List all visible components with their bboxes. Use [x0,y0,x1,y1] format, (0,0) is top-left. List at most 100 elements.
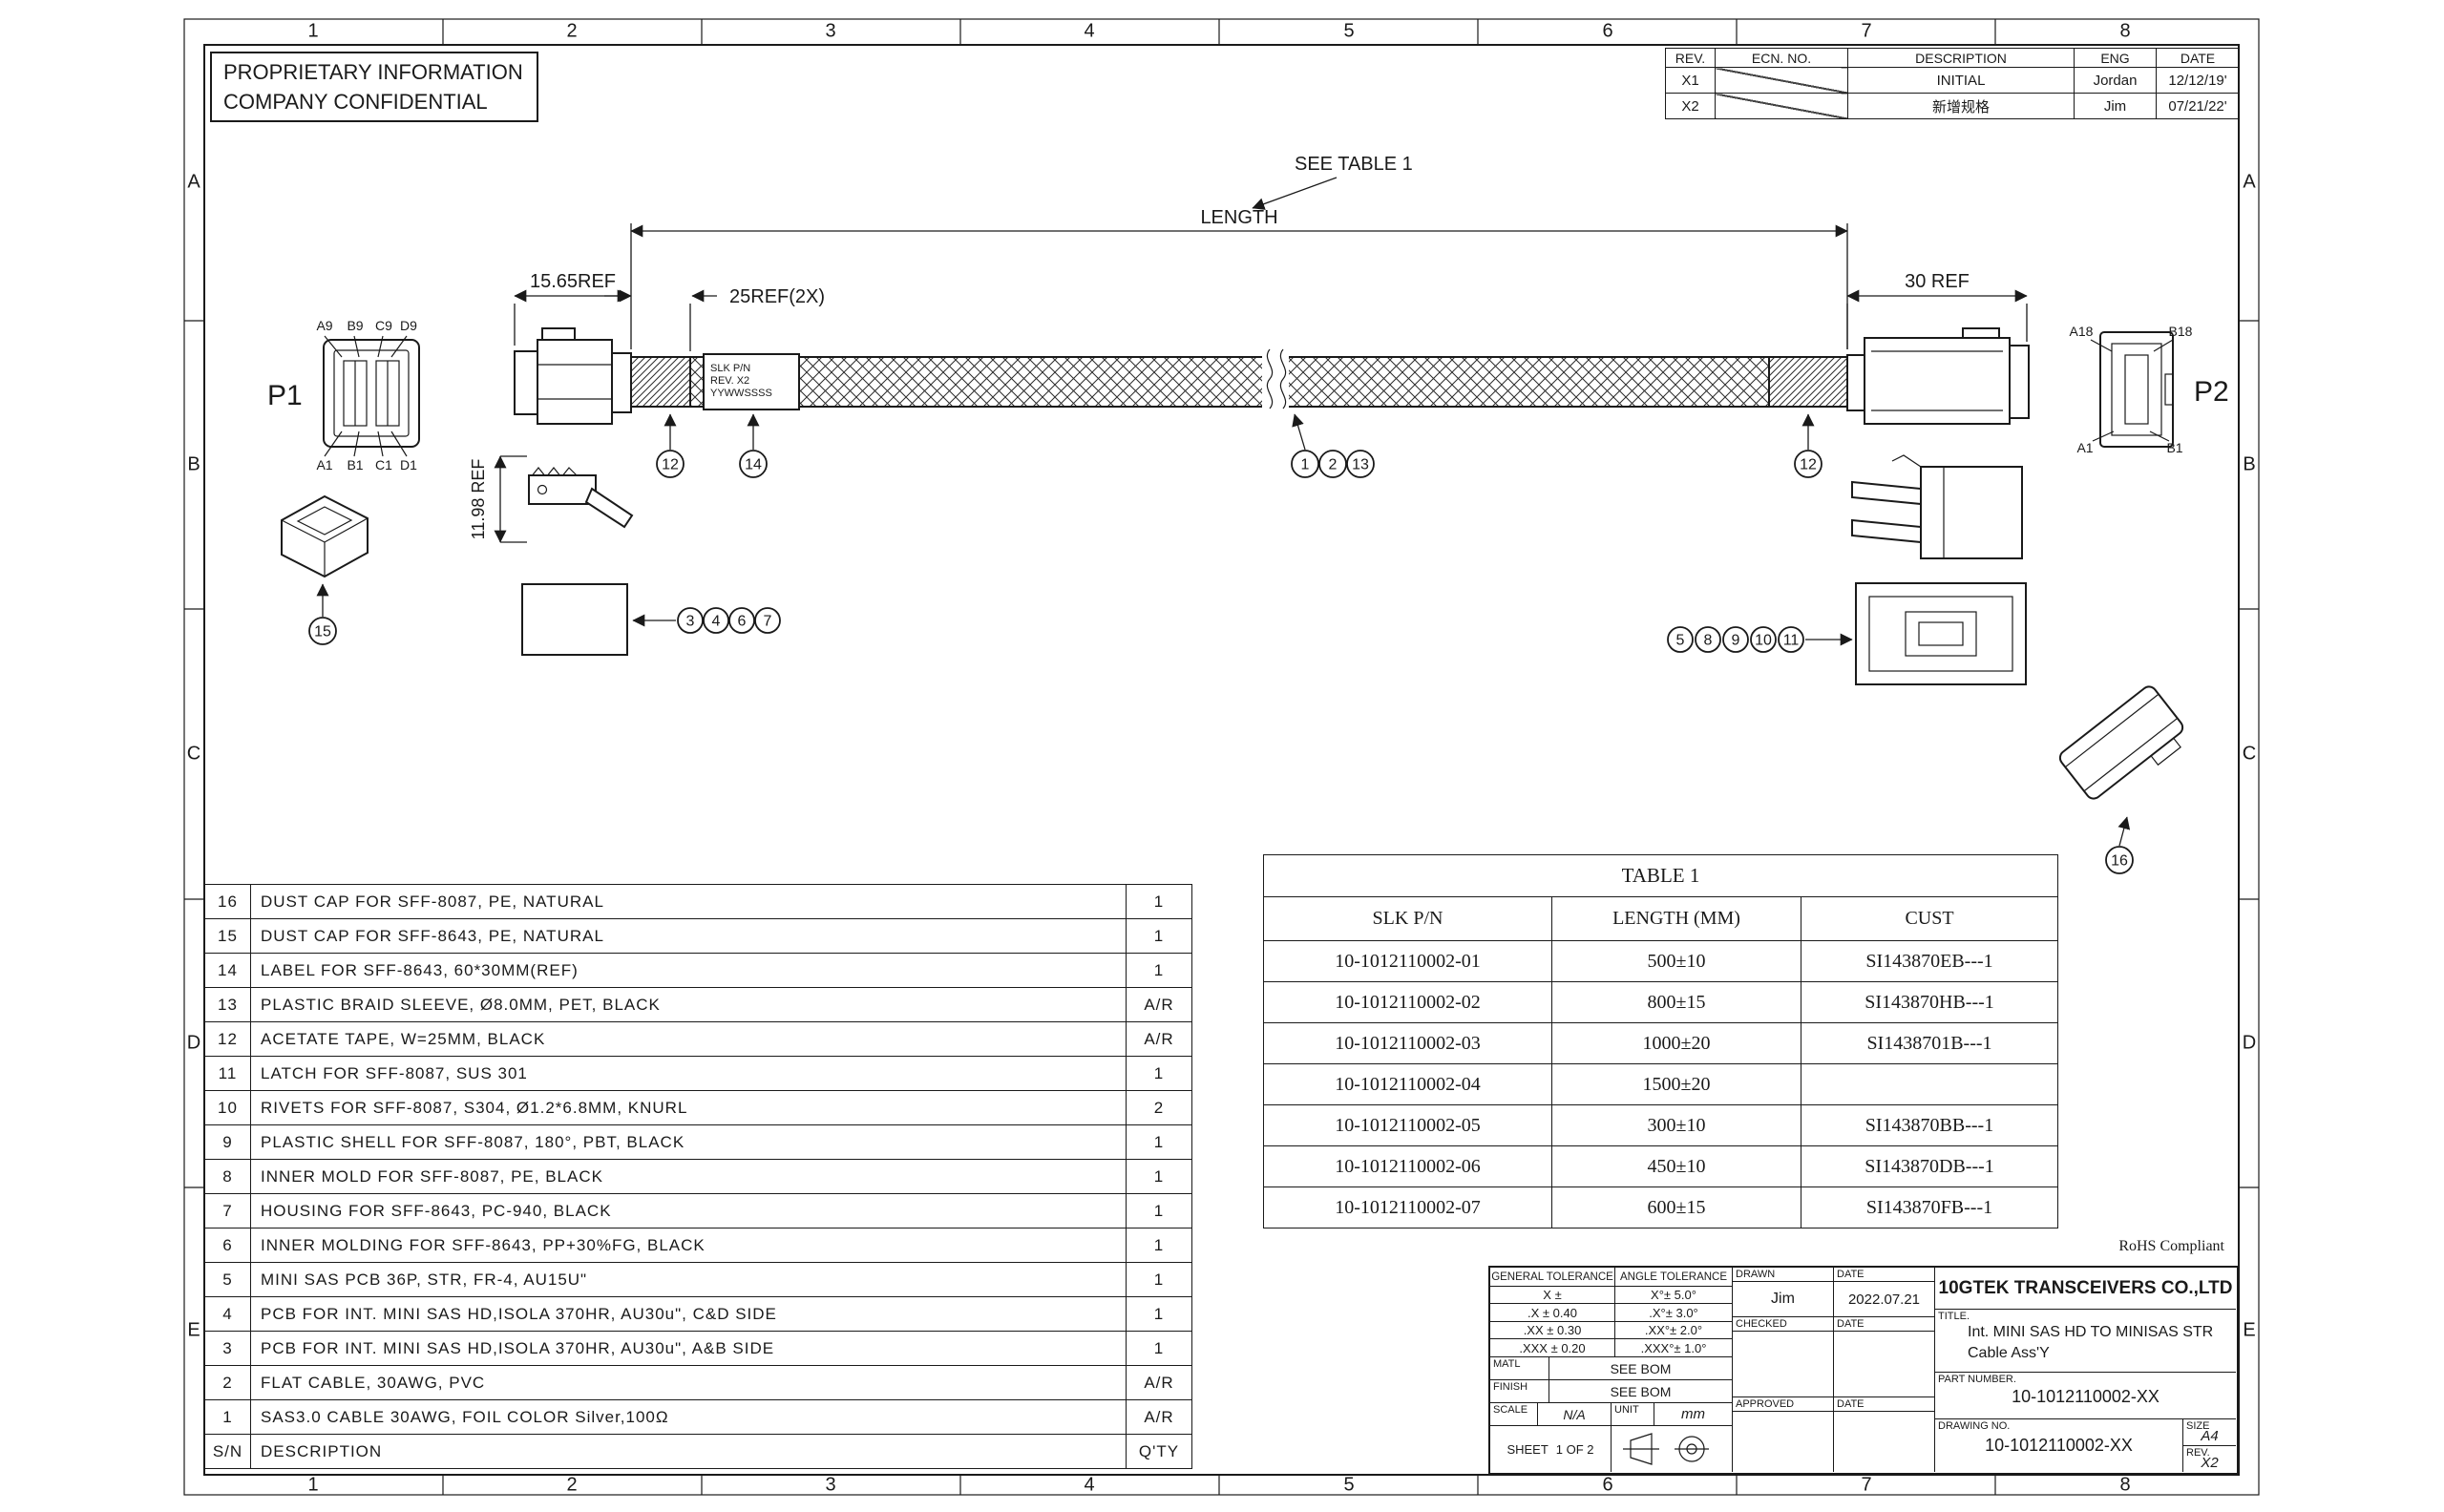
table1-cust: SI143870BB---1 [1801,1104,2058,1146]
date-label-text: DATE [1837,1269,1865,1280]
size-cell: SIZE A4 [2183,1419,2236,1446]
zone-row-e-left: E [187,1319,200,1341]
zone-col-6-bottom: 6 [1602,1474,1613,1496]
bom-desc: PLASTIC SHELL FOR SFF-8087, 180°, PBT, B… [250,1124,1127,1160]
balloon-11: 11 [1778,626,1804,653]
checked-value [1733,1332,1834,1397]
balloon-13-number: 13 [1352,457,1369,473]
drawing-title-line2: Cable Ass'Y [1968,1344,2050,1361]
p2-side-view-2 [1851,454,2023,559]
zone-col-3-bottom: 3 [825,1474,836,1496]
drawing-title: TITLE. Int. MINI SAS HD TO MINISAS STR C… [1935,1310,2236,1373]
p1-pin-a1: A1 [316,457,332,472]
zone-col-7-bottom: 7 [1861,1474,1872,1496]
balloon-6-number: 6 [738,614,747,630]
proprietary-notice: PROPRIETARY INFORMATION COMPANY CONFIDEN… [210,52,538,122]
sheet-value-text: 1 OF 2 [1555,1441,1594,1457]
rev-label-text: REV. [2186,1447,2210,1459]
rev-cell: X2 [1665,93,1716,119]
sheet-label-text: SHEET [1506,1441,1549,1457]
table1-length: 1000±20 [1551,1022,1801,1064]
table1-cust [1801,1063,2058,1105]
drawing-no-cell: DRAWING NO. 10-1012110002-XX [1935,1419,2183,1472]
revision-row-x1: X1 INITIAL Jordan 12/12/19' [1665,67,2240,94]
zone-col-5-top: 5 [1343,20,1355,42]
p1-pin-d9: D9 [400,318,417,333]
bom-qty: 1 [1126,953,1192,988]
unit-label-text: UNIT [1614,1404,1639,1416]
dim-length-text: LENGTH [1200,207,1277,228]
braid-sleeve [689,356,1770,408]
dim-1198: 11.98 REF [469,455,527,543]
bom-qty: 1 [1126,1159,1192,1194]
p1-dust-cap-view [281,494,369,617]
matl-value: SEE BOM [1549,1357,1733,1380]
balloon-11-number: 11 [1783,633,1800,649]
balloon-8: 8 [1695,626,1721,653]
zone-col-4-top: 4 [1084,20,1095,42]
table1-length: 450±10 [1551,1145,1801,1187]
balloon-6: 6 [728,607,755,634]
angle-tolerance-header: ANGLE TOLERANCE [1615,1268,1733,1287]
bom-desc: FLAT CABLE, 30AWG, PVC [250,1365,1127,1400]
p1-label: P1 [267,380,303,411]
p2-pin-b1: B1 [2166,440,2182,455]
balloon-12-left-number: 12 [662,457,679,473]
dim-30ref: 30 REF [1846,271,2028,349]
bom-sn: 6 [204,1228,251,1263]
zone-col-1-bottom: 1 [307,1474,319,1496]
angle-tolerance-row: .XX°± 2.0° [1615,1322,1733,1339]
scale-label-text: SCALE [1493,1404,1528,1416]
zone-col-5-bottom: 5 [1343,1474,1355,1496]
zone-row-a-right: A [2243,171,2256,193]
drawn-date-value: 2022.07.21 [1834,1282,1935,1317]
balloon-14: 14 [739,450,768,478]
zone-col-6-top: 6 [1602,20,1613,42]
table1-header-row: SLK P/N LENGTH (MM) CUST [1263,896,2058,941]
zone-row-c-left: C [186,743,201,765]
bom-qty: 1 [1126,1193,1192,1228]
bom-sn: 4 [204,1296,251,1332]
zone-col-2-top: 2 [566,20,578,42]
drawn-date-label: DATE [1834,1268,1935,1282]
checked-date-value [1834,1332,1935,1397]
bom-desc: SAS3.0 CABLE 30AWG, FOIL COLOR Silver,10… [250,1399,1127,1435]
zone-row-c-right: C [2242,743,2257,765]
balloon-2: 2 [1318,450,1347,478]
balloon-4: 4 [703,607,729,634]
revision-header-row: REV. ECN. NO. DESCRIPTION ENG DATE [1665,48,2240,68]
scale-label: SCALE [1490,1403,1538,1426]
bom-sn: 12 [204,1021,251,1057]
p2-connector-side-view [1846,327,2030,425]
bom-qty: 1 [1126,1056,1192,1091]
balloon-13: 13 [1346,450,1375,478]
zone-col-8-bottom: 8 [2119,1474,2131,1496]
drawn-label-text: DRAWN [1736,1269,1776,1280]
table1-length: 500±10 [1551,940,1801,982]
size-label-text: SIZE [2186,1420,2210,1432]
drawn-value: Jim [1733,1282,1834,1317]
length-table: TABLE 1 SLK P/N LENGTH (MM) CUST 10-1012… [1263,854,2058,1228]
balloon-10-number: 10 [1755,633,1772,649]
bom-desc: PCB FOR INT. MINI SAS HD,ISOLA 370HR, AU… [250,1296,1127,1332]
table1-pn: 10-1012110002-04 [1263,1063,1552,1105]
balloon-3-number: 3 [686,614,695,630]
scale-value: N/A [1538,1403,1612,1426]
bom-qty: A/R [1126,1399,1192,1435]
table1-length-header: LENGTH (MM) [1551,896,1801,941]
table1-pn: 10-1012110002-03 [1263,1022,1552,1064]
balloon-10: 10 [1750,626,1777,653]
company-name: 10GTEK TRANSCEIVERS CO.,LTD [1935,1268,2236,1310]
bom-qty: A/R [1126,1021,1192,1057]
p1-pin-c9: C9 [375,318,392,333]
table1-title: TABLE 1 [1263,854,2058,897]
